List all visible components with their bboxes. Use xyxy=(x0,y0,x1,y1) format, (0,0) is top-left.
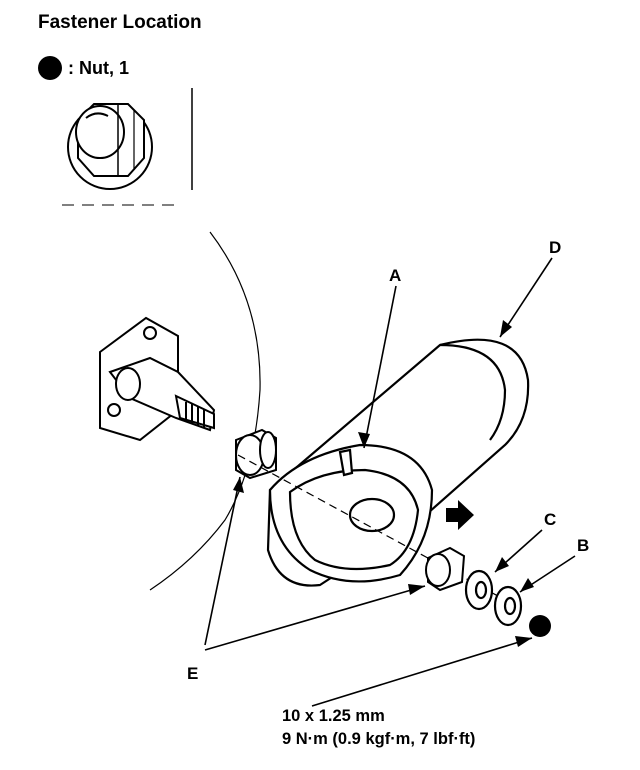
leader-a-arrowhead xyxy=(358,432,370,448)
nut-size-spec: 10 x 1.25 mm xyxy=(282,707,385,725)
grommet-e-upper xyxy=(235,428,277,480)
leader-a xyxy=(363,285,397,449)
direction-arrow-icon xyxy=(446,500,474,530)
callout-a: A xyxy=(389,266,402,285)
washer-b xyxy=(493,585,523,627)
fastener-location-title: Fastener Location xyxy=(38,12,202,33)
callout-e: E xyxy=(187,664,199,683)
mounting-bracket xyxy=(99,316,216,442)
leader-e-upper-arrowhead xyxy=(233,477,244,493)
callout-b: B xyxy=(577,536,590,555)
nut-legend-label: : Nut, 1 xyxy=(68,57,129,78)
leader-e-upper xyxy=(204,476,241,646)
washer-c xyxy=(464,569,494,611)
leader-e-lower-arrowhead xyxy=(408,584,425,595)
light-housing xyxy=(266,338,530,587)
nut-legend: : Nut, 1 xyxy=(38,56,129,80)
leader-spec xyxy=(311,637,533,707)
nut-torque-spec: 9 N·m (0.9 kgf·m, 7 lbf·ft) xyxy=(282,730,476,748)
black-dot-icon xyxy=(38,56,62,80)
leader-d-arrowhead xyxy=(500,320,512,337)
leader-spec-arrowhead xyxy=(515,636,532,647)
leader-d xyxy=(499,257,553,338)
callout-c: C xyxy=(544,510,557,529)
leader-e-lower xyxy=(204,585,426,651)
leader-c-arrowhead xyxy=(495,557,509,572)
grommet-e-lower xyxy=(425,546,466,592)
leader-b-arrowhead xyxy=(520,578,534,592)
nut-marker-icon xyxy=(529,615,551,637)
callout-d: D xyxy=(549,238,562,257)
nut-illustration xyxy=(67,103,153,190)
